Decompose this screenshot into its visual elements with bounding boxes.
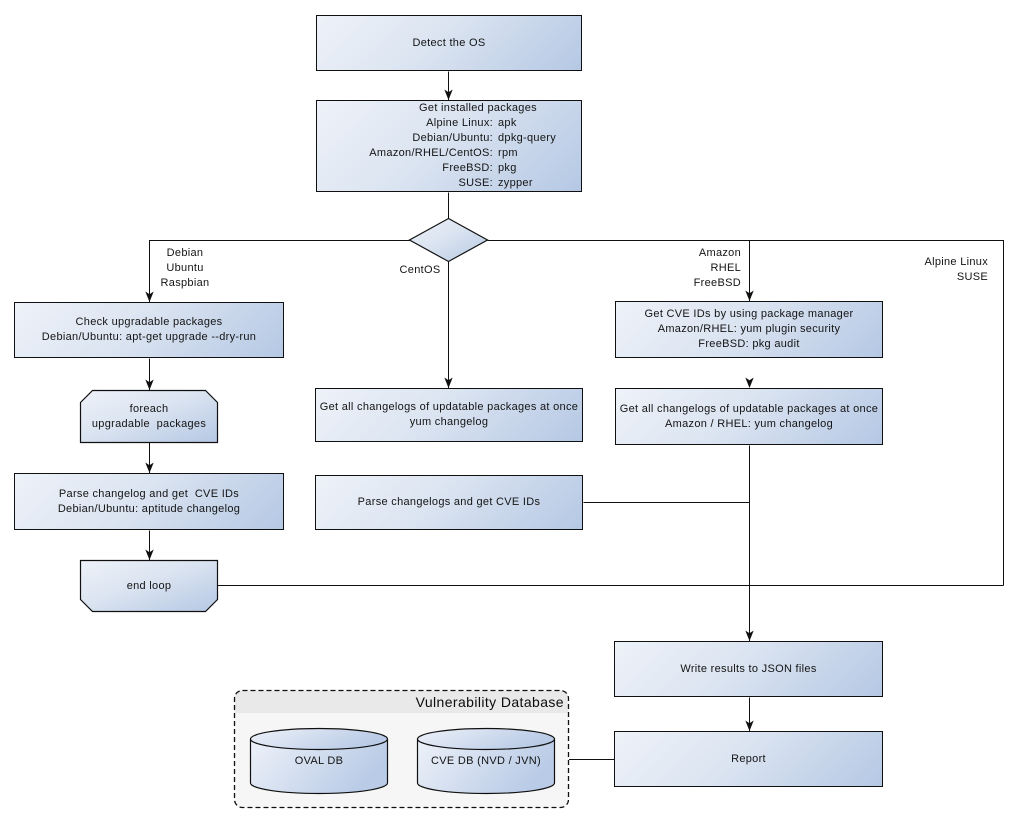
- node-write-results-json: Write results to JSON files: [614, 641, 883, 697]
- edge-decision-left: [149, 240, 410, 302]
- branch-label-centos: CentOS: [399, 264, 441, 276]
- node-get-changelogs-amazon-rhel: Get all changelogs of updatable packages…: [615, 388, 883, 445]
- node-get-cve-ids-pkg-manager: Get CVE IDs by using package manager Ama…: [615, 301, 883, 358]
- node-get-installed-packages: Get installed packages Alpine Linux:apk …: [316, 100, 582, 192]
- branch-label-amazon: Amazon RHEL FreeBSD: [693, 247, 741, 289]
- pkg-manager-row: SUSE:zypper: [458, 177, 533, 189]
- branch-label-debian: Debian Ubuntu Raspbian: [160, 247, 210, 289]
- oval-db-cylinder: [249, 727, 389, 795]
- edge-decision-right: [487, 240, 1004, 586]
- branch-label-alpine: Alpine Linux SUSE: [924, 256, 988, 283]
- vulnerability-db-title: Vulnerability Database: [415, 694, 564, 710]
- pkg-manager-row: Debian/Ubuntu:dpkg-query: [412, 132, 557, 144]
- vulnerability-db-header-band: [234, 690, 569, 713]
- os-decision-diamond: [408, 217, 489, 263]
- pkg-manager-row: Amazon/RHEL/CentOS:rpm: [369, 147, 518, 159]
- end-loop-shape: [79, 559, 219, 613]
- node-get-changelogs-yum: Get all changelogs of updatable packages…: [315, 388, 583, 442]
- node-parse-changelogs-yum: Parse changelogs and get CVE IDs: [315, 475, 583, 530]
- pkg-manager-row: FreeBSD:pkg: [442, 162, 517, 174]
- node-check-upgradable: Check upgradable packages Debian/Ubuntu:…: [14, 302, 284, 358]
- node-detect-os-label: Detect the OS: [412, 36, 486, 49]
- node-report: Report: [614, 731, 883, 787]
- node-detect-os: Detect the OS: [316, 15, 582, 71]
- node-parse-changelog-debian: Parse changelog and get CVE IDs Debian/U…: [14, 473, 284, 530]
- node-get-installed-title: Get installed packages: [419, 102, 537, 114]
- vulnerability-db-border: [233, 689, 570, 809]
- pkg-manager-row: Alpine Linux:apk: [426, 117, 517, 129]
- foreach-loop-shape: [79, 389, 219, 444]
- cve-db-cylinder: [416, 727, 556, 795]
